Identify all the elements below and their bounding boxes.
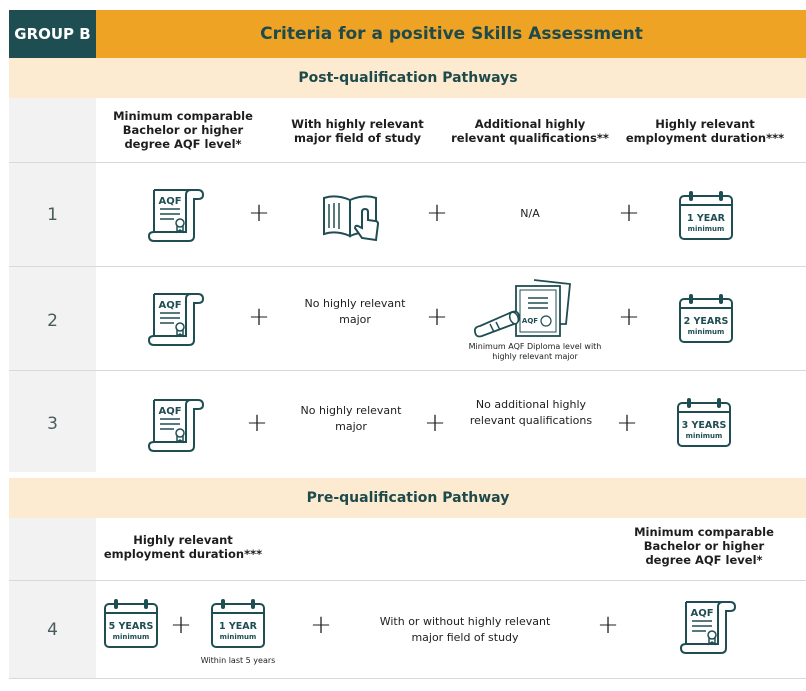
- diploma-scroll-icon: AQF: [472, 276, 578, 340]
- aqf-certificate-icon: AQF: [146, 290, 206, 348]
- column-header-employment: Highly relevant employment duration***: [103, 533, 263, 561]
- plus-icon: +: [618, 198, 640, 228]
- calendar-icon: 3 YEARS minimum: [676, 396, 732, 448]
- calendar-icon: 1 YEAR minimum: [210, 597, 266, 649]
- svg-text:AQF: AQF: [158, 406, 181, 417]
- column-header-employment: Highly relevant employment duration***: [625, 117, 785, 145]
- calendar-icon: 1 YEAR minimum: [678, 189, 734, 241]
- aqf-certificate-icon: AQF: [678, 598, 738, 656]
- plus-icon: +: [597, 610, 619, 640]
- row-number: 4: [47, 620, 58, 640]
- row-number: 1: [47, 205, 58, 225]
- pre-qualification-band: Pre-qualification Pathway: [9, 478, 806, 518]
- divider: [9, 370, 806, 371]
- svg-text:3 YEARS: 3 YEARS: [682, 420, 727, 431]
- column-header-aqf: Minimum comparable Bachelor or higher de…: [634, 525, 774, 567]
- plus-icon: +: [426, 302, 448, 332]
- svg-text:minimum: minimum: [113, 633, 150, 641]
- column-header-aqf: Minimum comparable Bachelor or higher de…: [113, 109, 253, 151]
- plus-icon: +: [616, 408, 638, 438]
- plus-icon: +: [310, 610, 332, 640]
- group-label: GROUP B: [9, 10, 96, 58]
- svg-text:AQF: AQF: [158, 196, 181, 207]
- svg-text:minimum: minimum: [686, 432, 723, 440]
- diploma-caption: Minimum AQF Diploma level with highly re…: [468, 342, 602, 361]
- plus-icon: +: [426, 198, 448, 228]
- svg-text:AQF: AQF: [690, 608, 713, 619]
- additional-value: N/A: [520, 207, 540, 220]
- page-title: Criteria for a positive Skills Assessmen…: [96, 10, 806, 58]
- divider: [9, 580, 806, 581]
- svg-text:AQF: AQF: [158, 300, 181, 311]
- major-value: No highly relevant major: [304, 297, 406, 326]
- plus-icon: +: [170, 610, 192, 640]
- svg-text:1 YEAR: 1 YEAR: [687, 213, 726, 224]
- plus-icon: +: [248, 302, 270, 332]
- row-number: 2: [47, 311, 58, 331]
- left-gutter-pre: [9, 518, 96, 678]
- svg-text:1 YEAR: 1 YEAR: [219, 621, 258, 632]
- column-header-major: With highly relevant major field of stud…: [291, 117, 424, 145]
- calendar-icon: 2 YEARS minimum: [678, 292, 734, 344]
- divider: [9, 266, 806, 267]
- svg-text:AQF: AQF: [522, 317, 538, 325]
- additional-value: No additional highly relevant qualificat…: [469, 398, 593, 427]
- aqf-certificate-icon: AQF: [146, 186, 206, 244]
- divider: [9, 162, 806, 163]
- row-number: 3: [47, 414, 58, 434]
- within-caption: Within last 5 years: [200, 656, 276, 665]
- svg-text:minimum: minimum: [220, 633, 257, 641]
- svg-text:2 YEARS: 2 YEARS: [684, 316, 729, 327]
- plus-icon: +: [246, 408, 268, 438]
- divider: [9, 678, 806, 679]
- column-header-additional: Additional highly relevant qualification…: [451, 117, 609, 145]
- svg-text:5 YEARS: 5 YEARS: [109, 621, 154, 632]
- open-book-icon: [320, 188, 384, 246]
- major-value: With or without highly relevant major fi…: [379, 615, 551, 644]
- plus-icon: +: [424, 408, 446, 438]
- plus-icon: +: [248, 198, 270, 228]
- calendar-icon: 5 YEARS minimum: [103, 597, 159, 649]
- left-gutter-post: [9, 98, 96, 472]
- aqf-certificate-icon: AQF: [146, 396, 206, 454]
- plus-icon: +: [618, 302, 640, 332]
- major-value: No highly relevant major: [300, 404, 402, 433]
- post-qualification-band: Post-qualification Pathways: [9, 58, 806, 98]
- svg-text:minimum: minimum: [688, 328, 725, 336]
- svg-text:minimum: minimum: [688, 225, 725, 233]
